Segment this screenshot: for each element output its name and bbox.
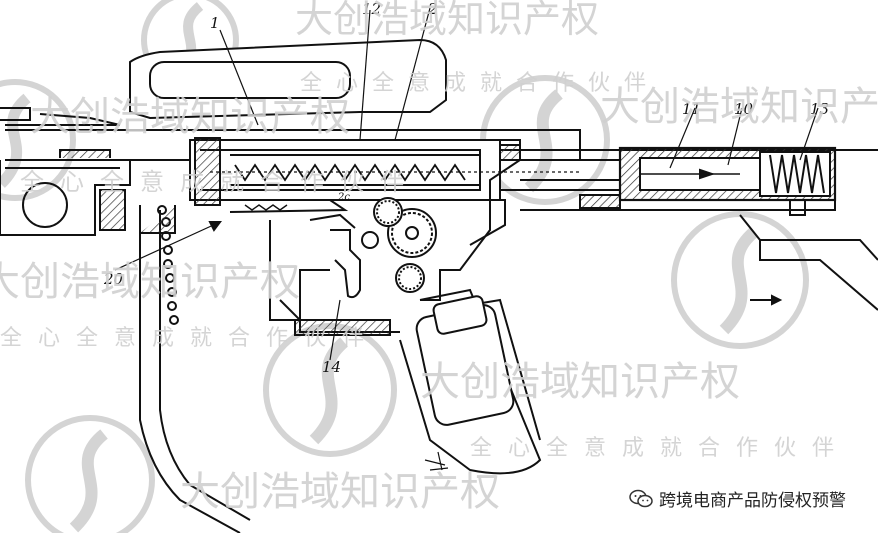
watermark-slogan: 全心全意成就合作伙伴 xyxy=(20,168,420,196)
wechat-caption: 跨境电商产品防侵权预警 xyxy=(629,486,846,511)
watermark-texts: 大创浩域知识产权 全心全意成就合作伙伴 大创浩域知识产权 大创浩域知识产权 全心… xyxy=(0,0,878,515)
caption-text: 跨境电商产品防侵权预警 xyxy=(659,491,846,511)
label-2c: 2c xyxy=(337,192,350,203)
watermark-logos xyxy=(0,0,809,533)
reference-labels: 1 12 2 11 10 13 20 2c 14 xyxy=(103,0,829,376)
label-10: 10 xyxy=(734,100,754,118)
watermark-brand: 大创浩域知识产权 xyxy=(420,359,740,405)
watermark-slogan: 全心全意成就合作伙伴 xyxy=(0,326,380,351)
watermark-logo xyxy=(25,415,155,533)
label-20: 20 xyxy=(103,270,124,288)
watermark-logo xyxy=(671,211,809,349)
watermark-brand: 大创浩域知识产权 xyxy=(600,84,878,130)
label-12: 12 xyxy=(362,0,381,18)
gearbox-gears xyxy=(361,197,437,293)
label-14: 14 xyxy=(322,358,341,376)
watermark-brand: 大创浩域知识产权 xyxy=(180,469,500,515)
watermark-slogan: 全心全意成就合作伙伴 xyxy=(470,436,850,461)
label-11: 11 xyxy=(682,100,701,118)
watermark-brand: 大创浩域知识产权 xyxy=(295,0,599,41)
receiver-assembly xyxy=(0,7,878,533)
label-1: 1 xyxy=(210,14,220,32)
wechat-icon xyxy=(629,489,653,507)
watermark-slogan: 全心全意成就合作伙伴 xyxy=(300,71,660,96)
label-2: 2 xyxy=(427,0,438,18)
watermark-brand: 大创浩域知识产权 xyxy=(0,259,300,305)
label-13: 13 xyxy=(810,100,829,118)
watermark-brand: 大创浩域知识产权 xyxy=(30,94,350,140)
